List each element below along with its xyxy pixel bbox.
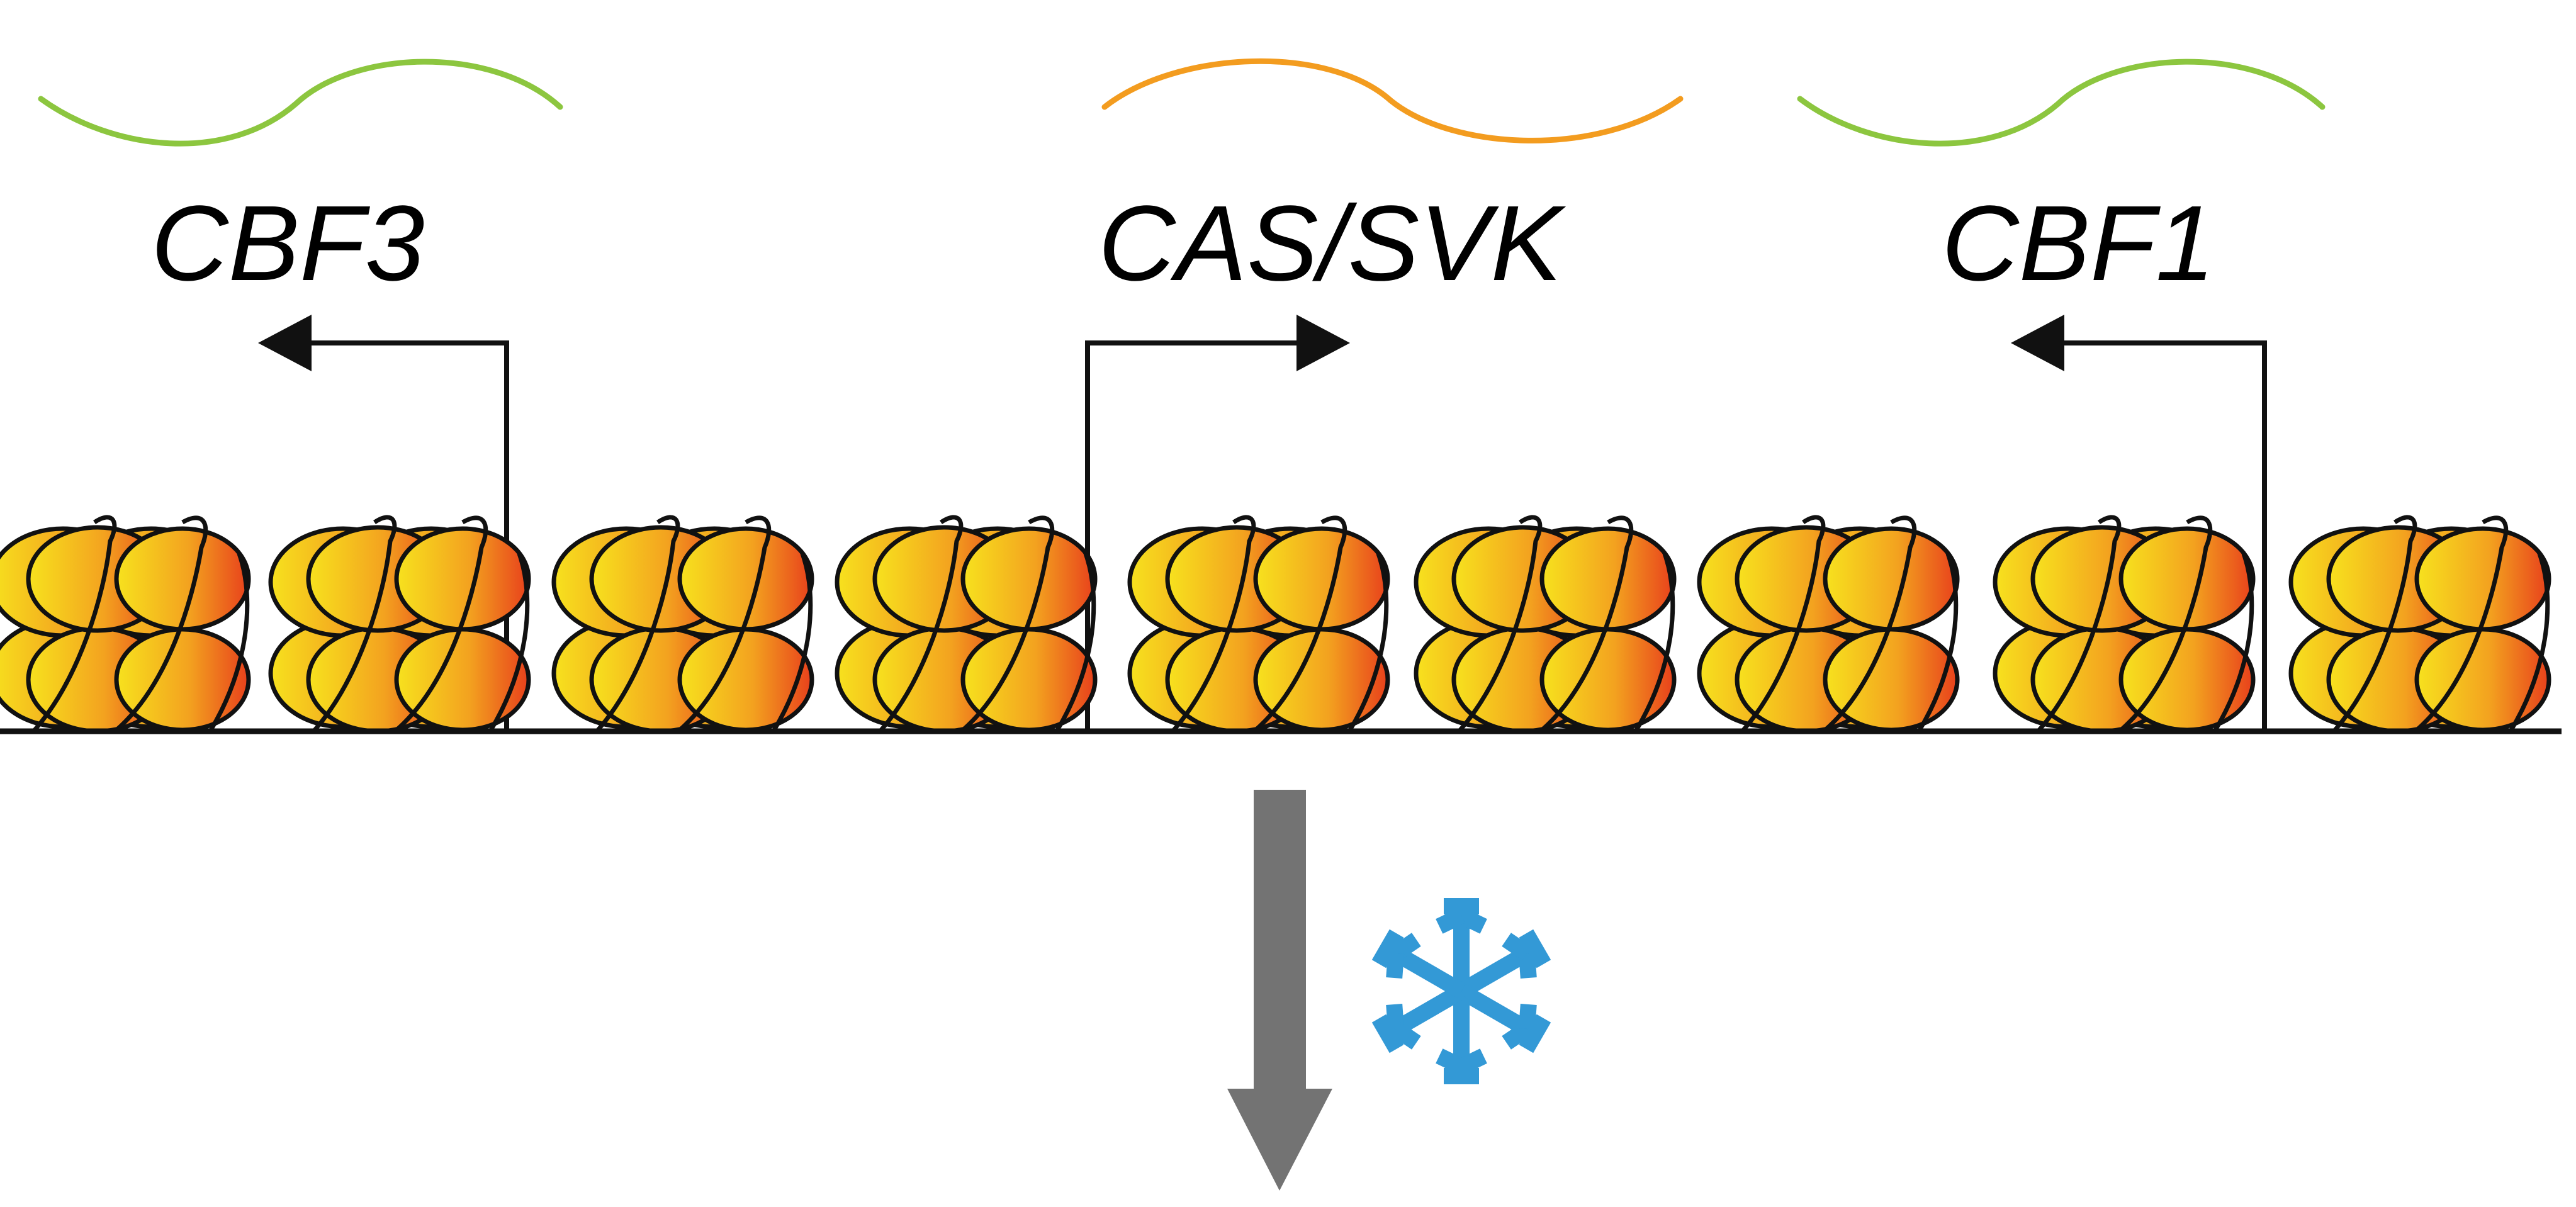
cbf1-transcript [1797, 59, 2326, 147]
nucleosome [551, 515, 814, 734]
gene-labels: CBF3 CAS/SVK CBF1 [151, 184, 2215, 303]
snowflake-branch [1436, 1048, 1465, 1074]
nucleosome [0, 515, 251, 734]
snowflake-cap [1371, 929, 1404, 968]
transcripts [38, 58, 2326, 147]
snowflake-branch [1502, 1022, 1532, 1050]
nucleosome [1414, 515, 1677, 734]
nucleosome [2288, 515, 2551, 734]
snowflake-cap [1371, 1014, 1404, 1053]
nucleosome [1993, 515, 2256, 734]
cas-svk-transcript [1101, 58, 1684, 143]
snowflake-cap [1519, 1014, 1551, 1053]
nucleosome [268, 515, 531, 734]
snowflake-cap [1519, 929, 1551, 968]
gene-label-cbf3: CBF3 [151, 184, 425, 303]
gene-label-cbf1: CBF1 [1942, 184, 2215, 303]
snowflake-branch [1458, 1048, 1487, 1074]
snowflake-branch [1502, 933, 1532, 960]
snowflake-branch [1458, 908, 1487, 934]
nucleosomes [0, 515, 2551, 734]
nucleosome [835, 515, 1098, 734]
nucleosome [1127, 515, 1390, 734]
cbf1-tss-arrow [2011, 315, 2267, 730]
cbf3-transcript [38, 59, 563, 147]
nucleosome [1697, 515, 1960, 734]
snowflake-branch [1386, 1004, 1405, 1030]
snowflake-branch [1518, 1004, 1537, 1030]
snowflake-branch [1518, 953, 1537, 979]
snowflake-branch [1391, 1022, 1421, 1050]
down-arrow-icon [1227, 790, 1332, 1191]
snowflake-branch [1386, 953, 1405, 979]
snowflake-branch [1436, 908, 1465, 934]
snowflake-branch [1391, 933, 1421, 960]
gene-label-cas-svk: CAS/SVK [1098, 184, 1566, 303]
snowflake-icon [1371, 898, 1551, 1084]
